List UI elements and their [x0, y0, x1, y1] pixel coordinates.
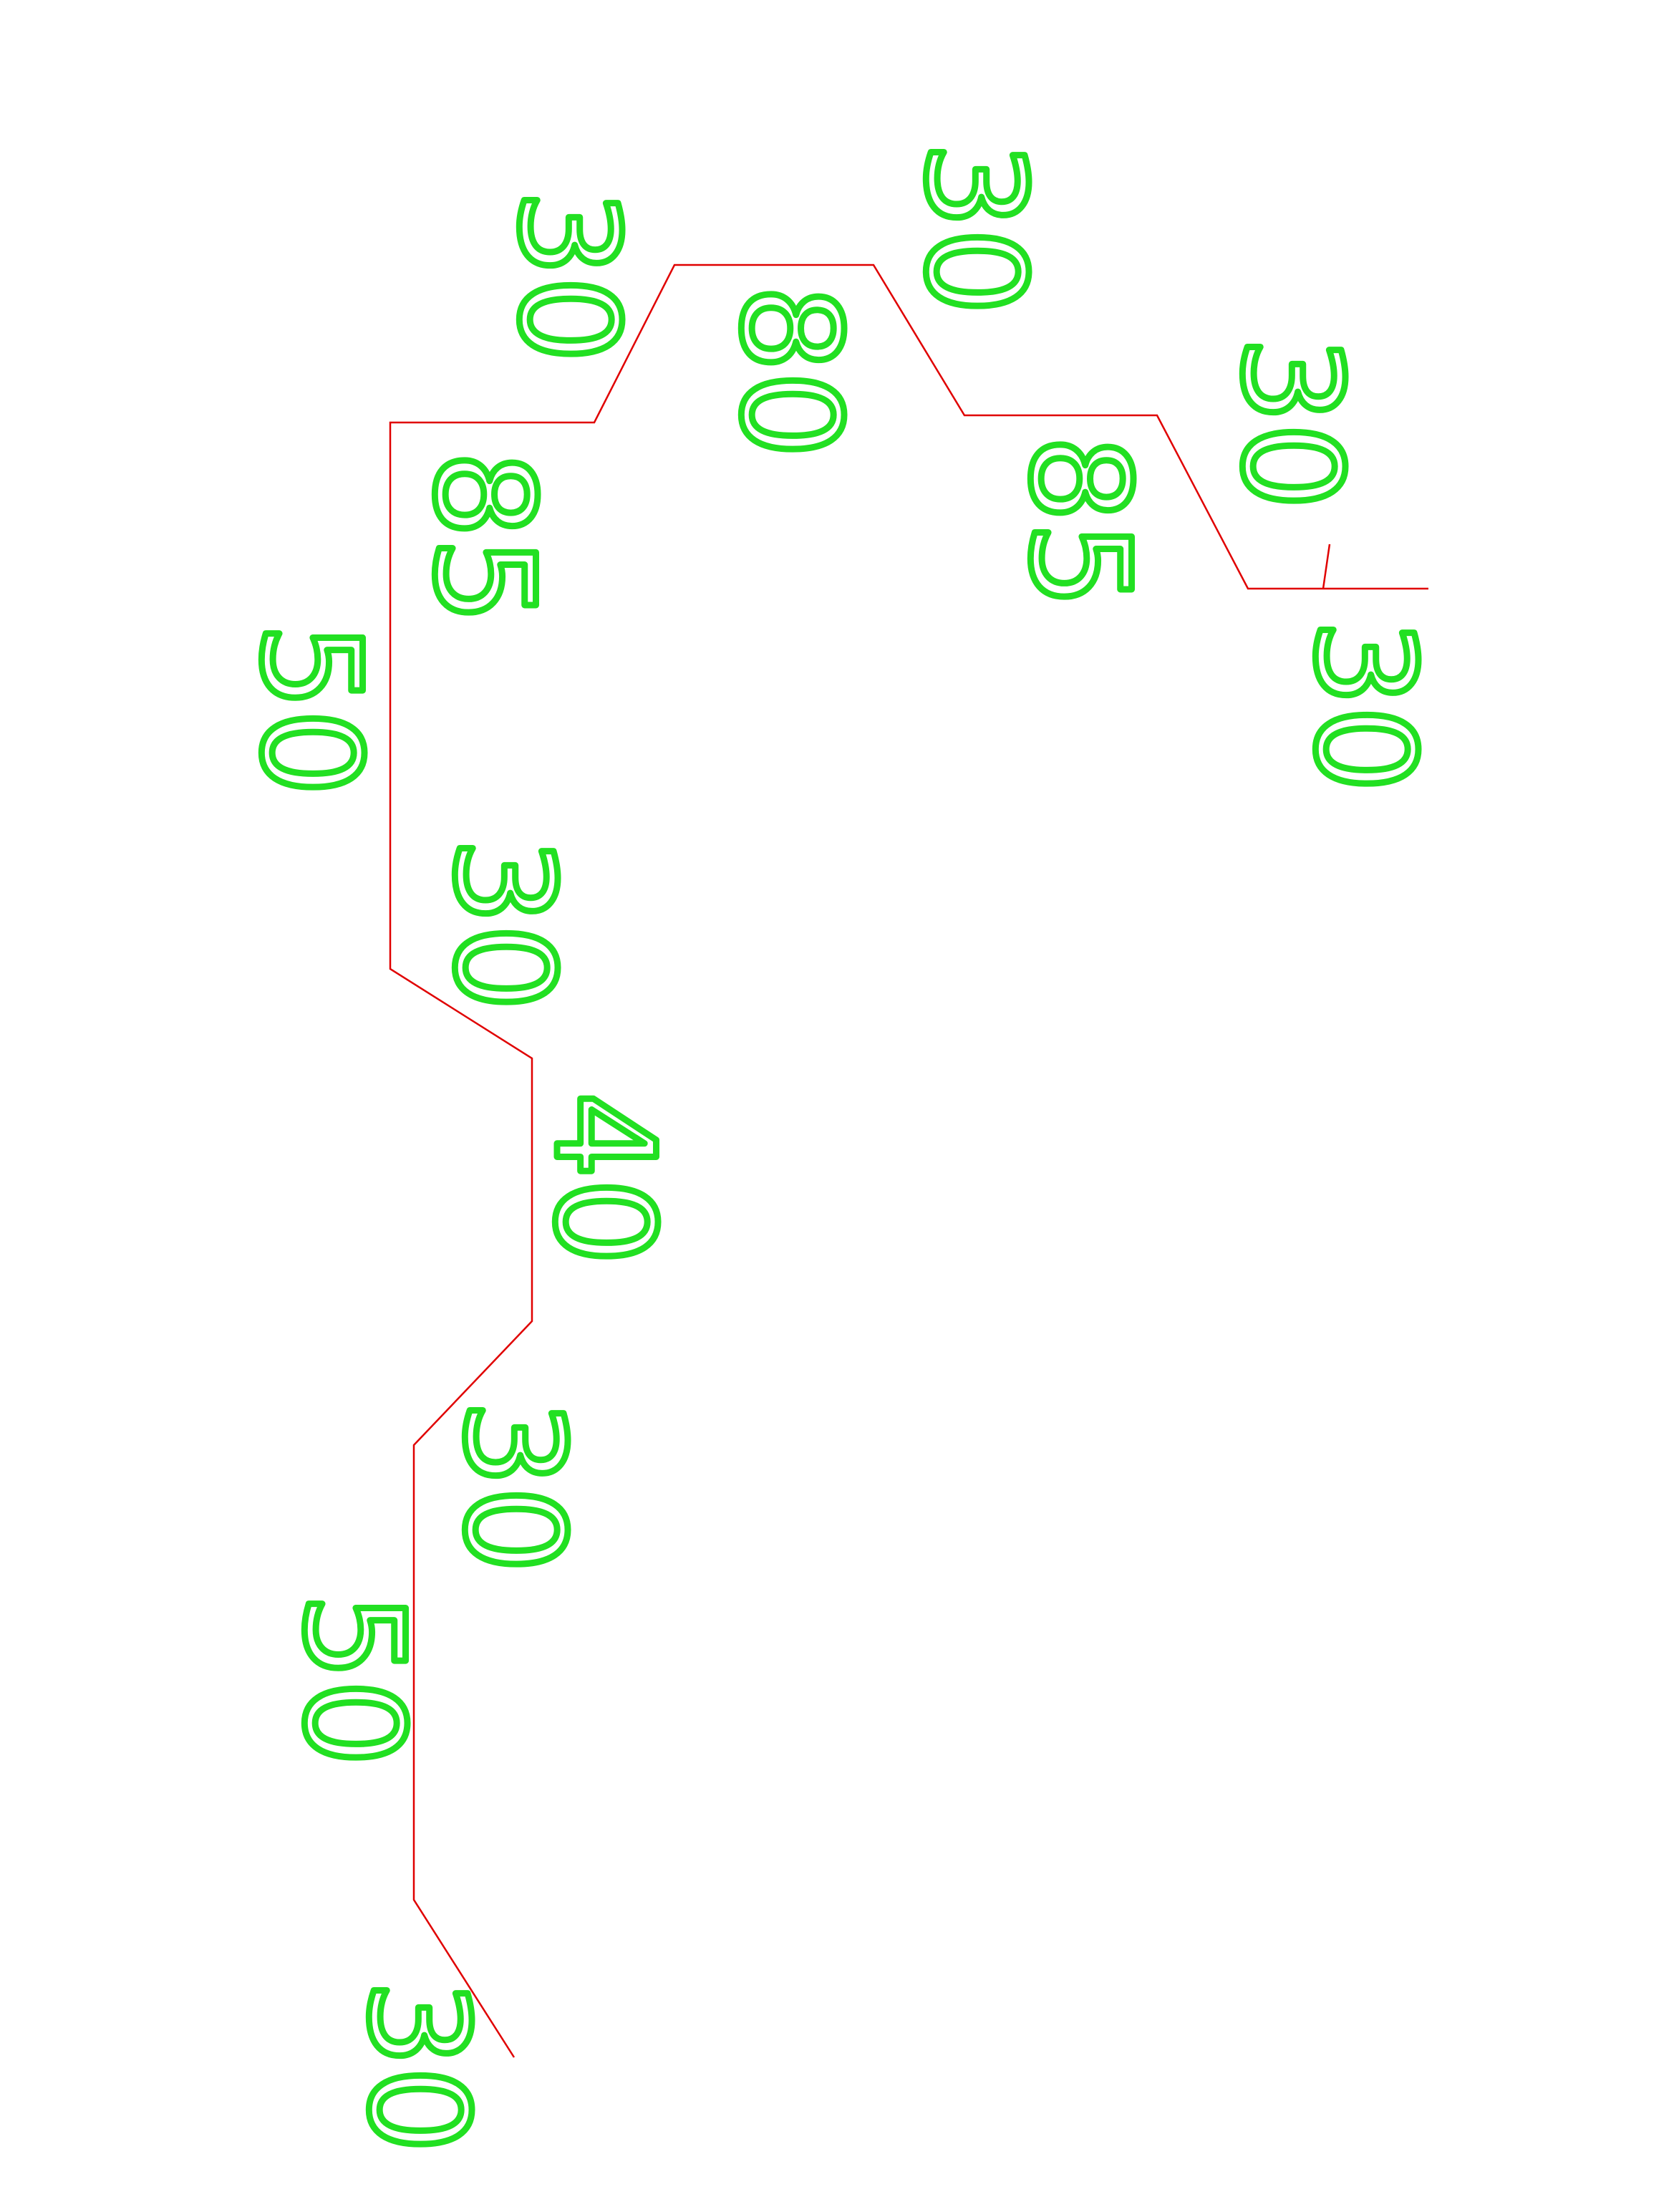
dimension-label-lower-slope: 30	[435, 1400, 593, 1573]
dimension-label-top-left-slope: 30	[489, 190, 647, 363]
dimension-label-right-flat: 85	[1000, 435, 1158, 609]
dimension-label-middle-slope: 30	[425, 838, 583, 1011]
dimension-label-top-right-slope: 30	[896, 142, 1054, 315]
end-tick-line	[1322, 544, 1331, 589]
dimension-label-middle-vertical: 40	[525, 1092, 683, 1265]
dimension-label-left-flat: 85	[405, 451, 563, 624]
dimension-label-lower-vertical: 50	[274, 1593, 432, 1767]
dimension-labels: 30 30 85 30 80 30 85 50 30 40 30 50 30	[228, 139, 1447, 2157]
dimension-label-bottom-end: 30	[339, 1980, 497, 2153]
dimension-label-upper-vertical: 50	[231, 623, 389, 796]
sheet-profile-line	[389, 264, 1428, 2058]
dimension-label-top-flat: 80	[711, 285, 869, 458]
dimension-label-right-end: 30	[1285, 619, 1443, 793]
dimension-label-right-slope: 30	[1212, 337, 1370, 510]
